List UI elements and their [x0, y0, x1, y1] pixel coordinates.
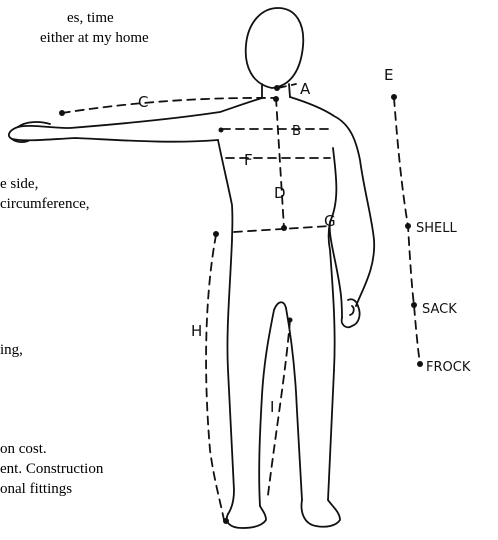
- head-outline: [246, 8, 304, 88]
- foot-right: [302, 500, 340, 527]
- dot-frock: [417, 361, 423, 367]
- body-outline: [9, 8, 374, 528]
- label-h: H: [191, 322, 202, 340]
- line-c: [62, 98, 276, 113]
- leg-left-outer: [227, 240, 234, 514]
- dot-e-top: [391, 94, 397, 100]
- hanging-arm-inner-outline: [330, 148, 342, 318]
- dot-neck: [274, 85, 280, 91]
- label-sack: SACK: [422, 302, 457, 317]
- hand-right-outline: [342, 299, 360, 327]
- label-shell: SHELL: [416, 221, 457, 236]
- measurement-dots: [59, 85, 423, 524]
- dot-sack: [411, 302, 417, 308]
- line-d: [276, 98, 284, 228]
- dot-inseam-top: [288, 318, 293, 323]
- label-f: F: [244, 151, 253, 169]
- measurement-lines: [62, 84, 420, 520]
- label-d: D: [274, 184, 286, 202]
- dot-ankle: [223, 518, 229, 524]
- dot-chest-left: [219, 128, 224, 133]
- label-i: I: [270, 398, 274, 416]
- torso-left-outline: [218, 140, 232, 240]
- label-b: B: [292, 124, 301, 139]
- dot-shell: [405, 223, 411, 229]
- dot-shoulder: [273, 96, 279, 102]
- line-h: [206, 235, 224, 520]
- label-e: E: [384, 66, 393, 84]
- leg-right-outer: [328, 370, 334, 500]
- dot-hip: [213, 231, 219, 237]
- dot-wrist: [59, 110, 65, 116]
- dot-waist-center: [281, 225, 287, 231]
- label-g: G: [324, 212, 336, 230]
- label-c: C: [138, 93, 148, 111]
- label-a: A: [300, 80, 311, 98]
- label-frock: FROCK: [426, 360, 471, 375]
- foot-left: [227, 506, 266, 528]
